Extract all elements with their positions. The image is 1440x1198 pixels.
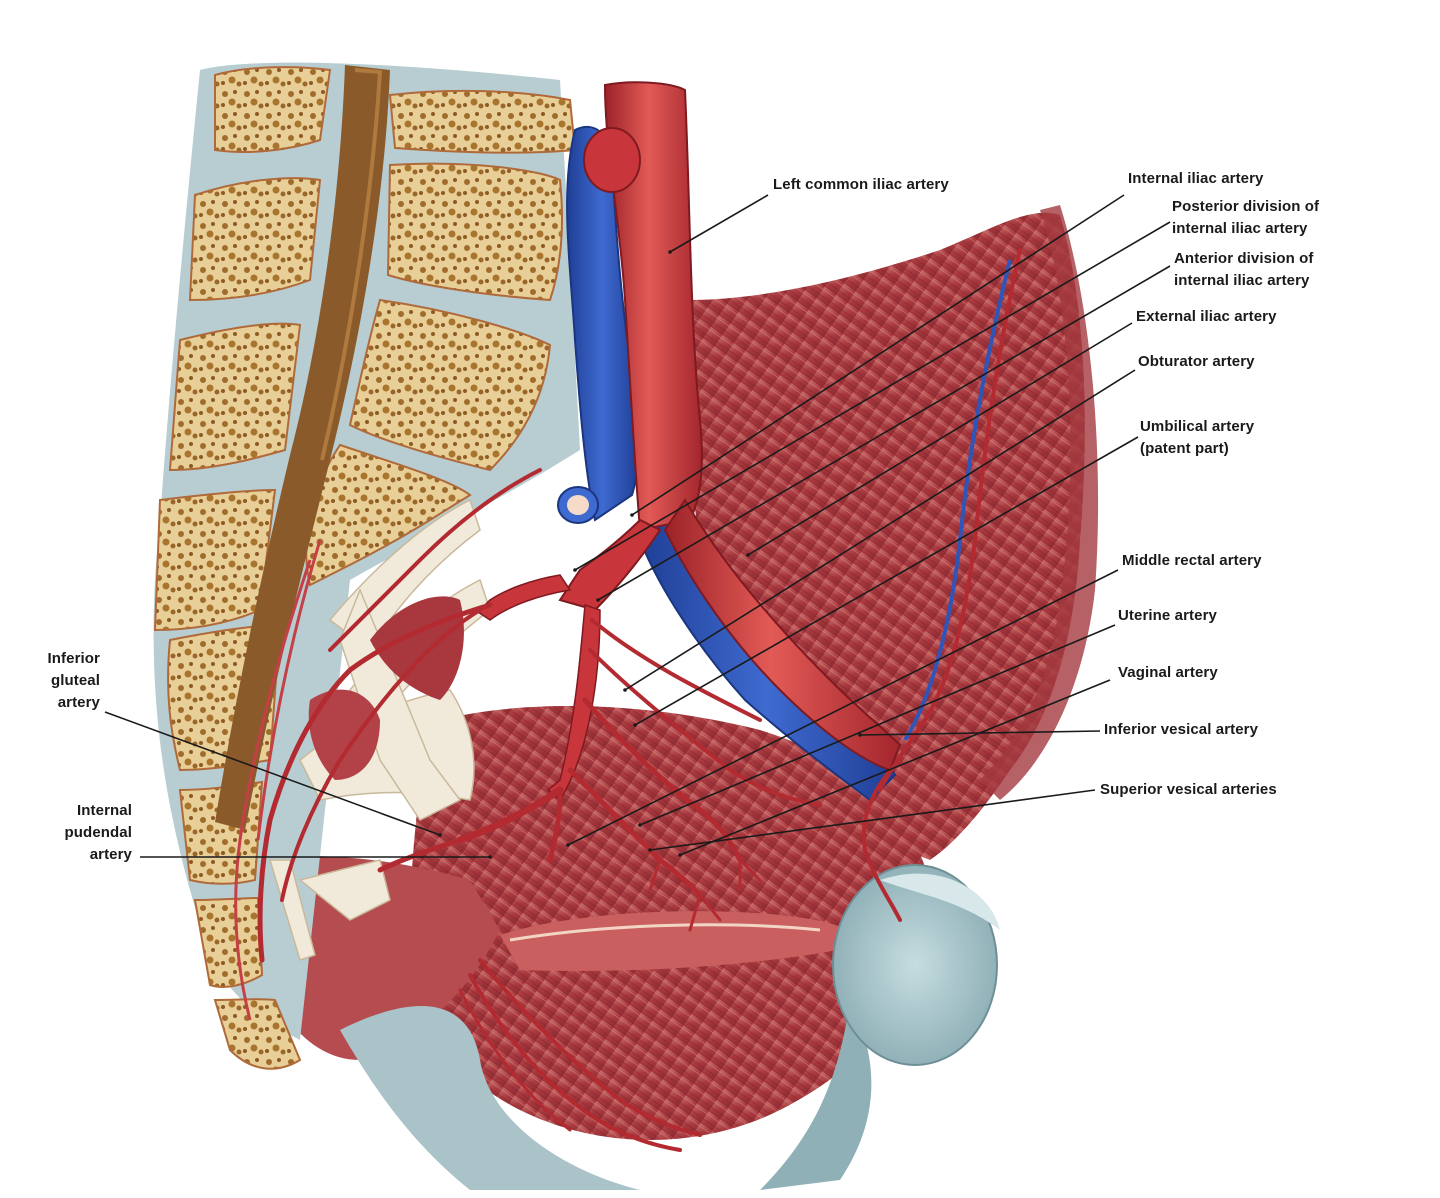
label-line: Anterior division of xyxy=(1174,250,1314,267)
label-inferior-vesical-artery: Inferior vesical artery xyxy=(1104,719,1258,741)
pubic-cartilage xyxy=(832,864,998,1066)
label-line: Inferior vesical artery xyxy=(1104,721,1259,738)
label-line: Uterine artery xyxy=(1118,607,1217,624)
lower-ligament xyxy=(340,1000,872,1190)
label-internal-pudendal-artery: Internal pudendal artery xyxy=(40,800,132,866)
label-line: Internal xyxy=(77,802,132,819)
label-inferior-gluteal-artery: Inferior gluteal artery xyxy=(30,648,100,714)
label-line: Superior vesical arteries xyxy=(1100,781,1277,798)
spine-sacrum xyxy=(153,62,580,1070)
leader-lines xyxy=(104,194,1171,858)
label-anterior-division: Anterior division of internal iliac arte… xyxy=(1174,248,1314,292)
label-line: Umbilical artery xyxy=(1140,418,1255,435)
label-line: Posterior division of xyxy=(1172,198,1320,215)
label-line: Inferior xyxy=(47,650,100,667)
label-line: artery xyxy=(89,846,132,863)
label-line: (patent part) xyxy=(1140,440,1229,457)
label-internal-iliac-artery: Internal iliac artery xyxy=(1128,168,1264,190)
label-posterior-division: Posterior division of internal iliac art… xyxy=(1172,196,1319,240)
label-line: Middle rectal artery xyxy=(1122,552,1262,569)
label-middle-rectal-artery: Middle rectal artery xyxy=(1122,550,1262,572)
leader-endpoints xyxy=(438,250,862,859)
label-external-iliac-artery: External iliac artery xyxy=(1136,306,1277,328)
label-umbilical-artery: Umbilical artery (patent part) xyxy=(1140,416,1254,460)
label-obturator-artery: Obturator artery xyxy=(1138,351,1255,373)
label-uterine-artery: Uterine artery xyxy=(1118,605,1217,627)
label-line: Internal iliac artery xyxy=(1128,170,1264,187)
label-line: External iliac artery xyxy=(1136,308,1277,325)
arteries xyxy=(234,81,1022,1152)
label-line: artery xyxy=(57,694,100,711)
label-line: Vaginal artery xyxy=(1118,664,1218,681)
label-line: Obturator artery xyxy=(1138,353,1255,370)
label-line: internal iliac artery xyxy=(1174,272,1310,289)
label-line: pudendal xyxy=(64,824,132,841)
label-vaginal-artery: Vaginal artery xyxy=(1118,662,1218,684)
label-line: gluteal xyxy=(50,672,100,689)
label-left-common-iliac-artery: Left common iliac artery xyxy=(773,174,949,196)
label-superior-vesical-arteries: Superior vesical arteries xyxy=(1100,779,1277,801)
label-line: Left common iliac artery xyxy=(773,176,949,193)
label-line: internal iliac artery xyxy=(1172,220,1308,237)
